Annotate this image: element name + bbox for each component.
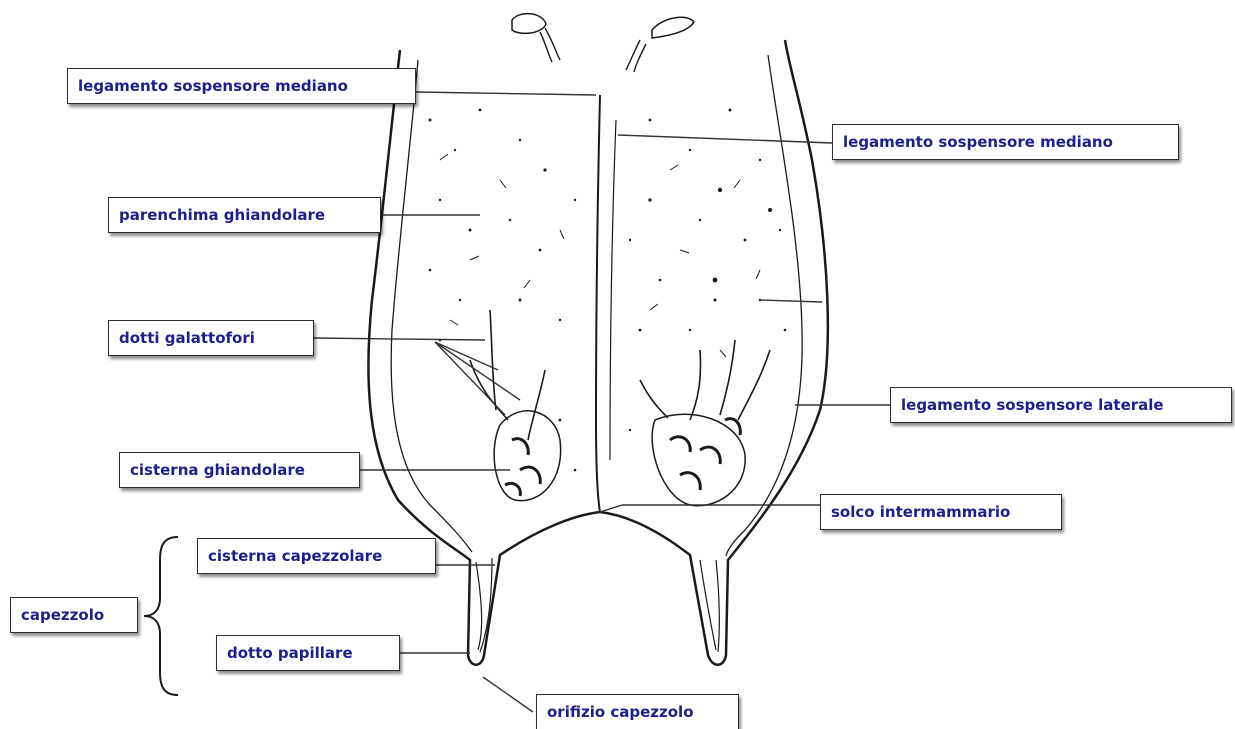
label-dotto-papillare: dotto papillare: [216, 635, 400, 671]
label-legamento-sospensore-laterale: legamento sospensore laterale: [890, 387, 1232, 423]
inner-skin-left: [391, 60, 472, 552]
label-orifizio-capezzolo: orifizio capezzolo: [536, 694, 739, 729]
top-node-left: [512, 14, 546, 34]
parenchyma-strokes: [440, 154, 760, 357]
label-parenchima-ghiandolare: parenchima ghiandolare: [108, 197, 381, 233]
label-dotti-galattofori: dotti galattofori: [108, 320, 314, 356]
median-septum: [596, 95, 600, 512]
top-vessels-left: [540, 28, 560, 62]
teat-right: [700, 560, 719, 652]
udder-outline: [368, 40, 827, 665]
teat-brace: [144, 537, 178, 695]
label-legamento-sospensore-mediano-left: legamento sospensore mediano: [67, 68, 416, 104]
median-septum-right: [610, 120, 616, 460]
cistern-right: [652, 414, 745, 506]
inner-skin-right: [726, 55, 802, 556]
cistern-left: [494, 411, 561, 501]
top-vessels-right: [626, 40, 646, 72]
teat-left: [476, 558, 492, 652]
cistern-folds: [505, 419, 740, 496]
label-cisterna-capezzolare: cisterna capezzolare: [197, 538, 436, 574]
leader-lines: [314, 92, 890, 712]
parenchyma-stippling: [429, 109, 787, 472]
label-cisterna-ghiandolare: cisterna ghiandolare: [119, 452, 360, 488]
top-node-right: [652, 17, 694, 38]
label-legamento-sospensore-mediano-right: legamento sospensore mediano: [832, 124, 1179, 160]
label-solco-intermammario: solco intermammario: [820, 494, 1062, 530]
label-capezzolo: capezzolo: [10, 597, 138, 633]
lactiferous-ducts-drawing: [470, 310, 770, 440]
